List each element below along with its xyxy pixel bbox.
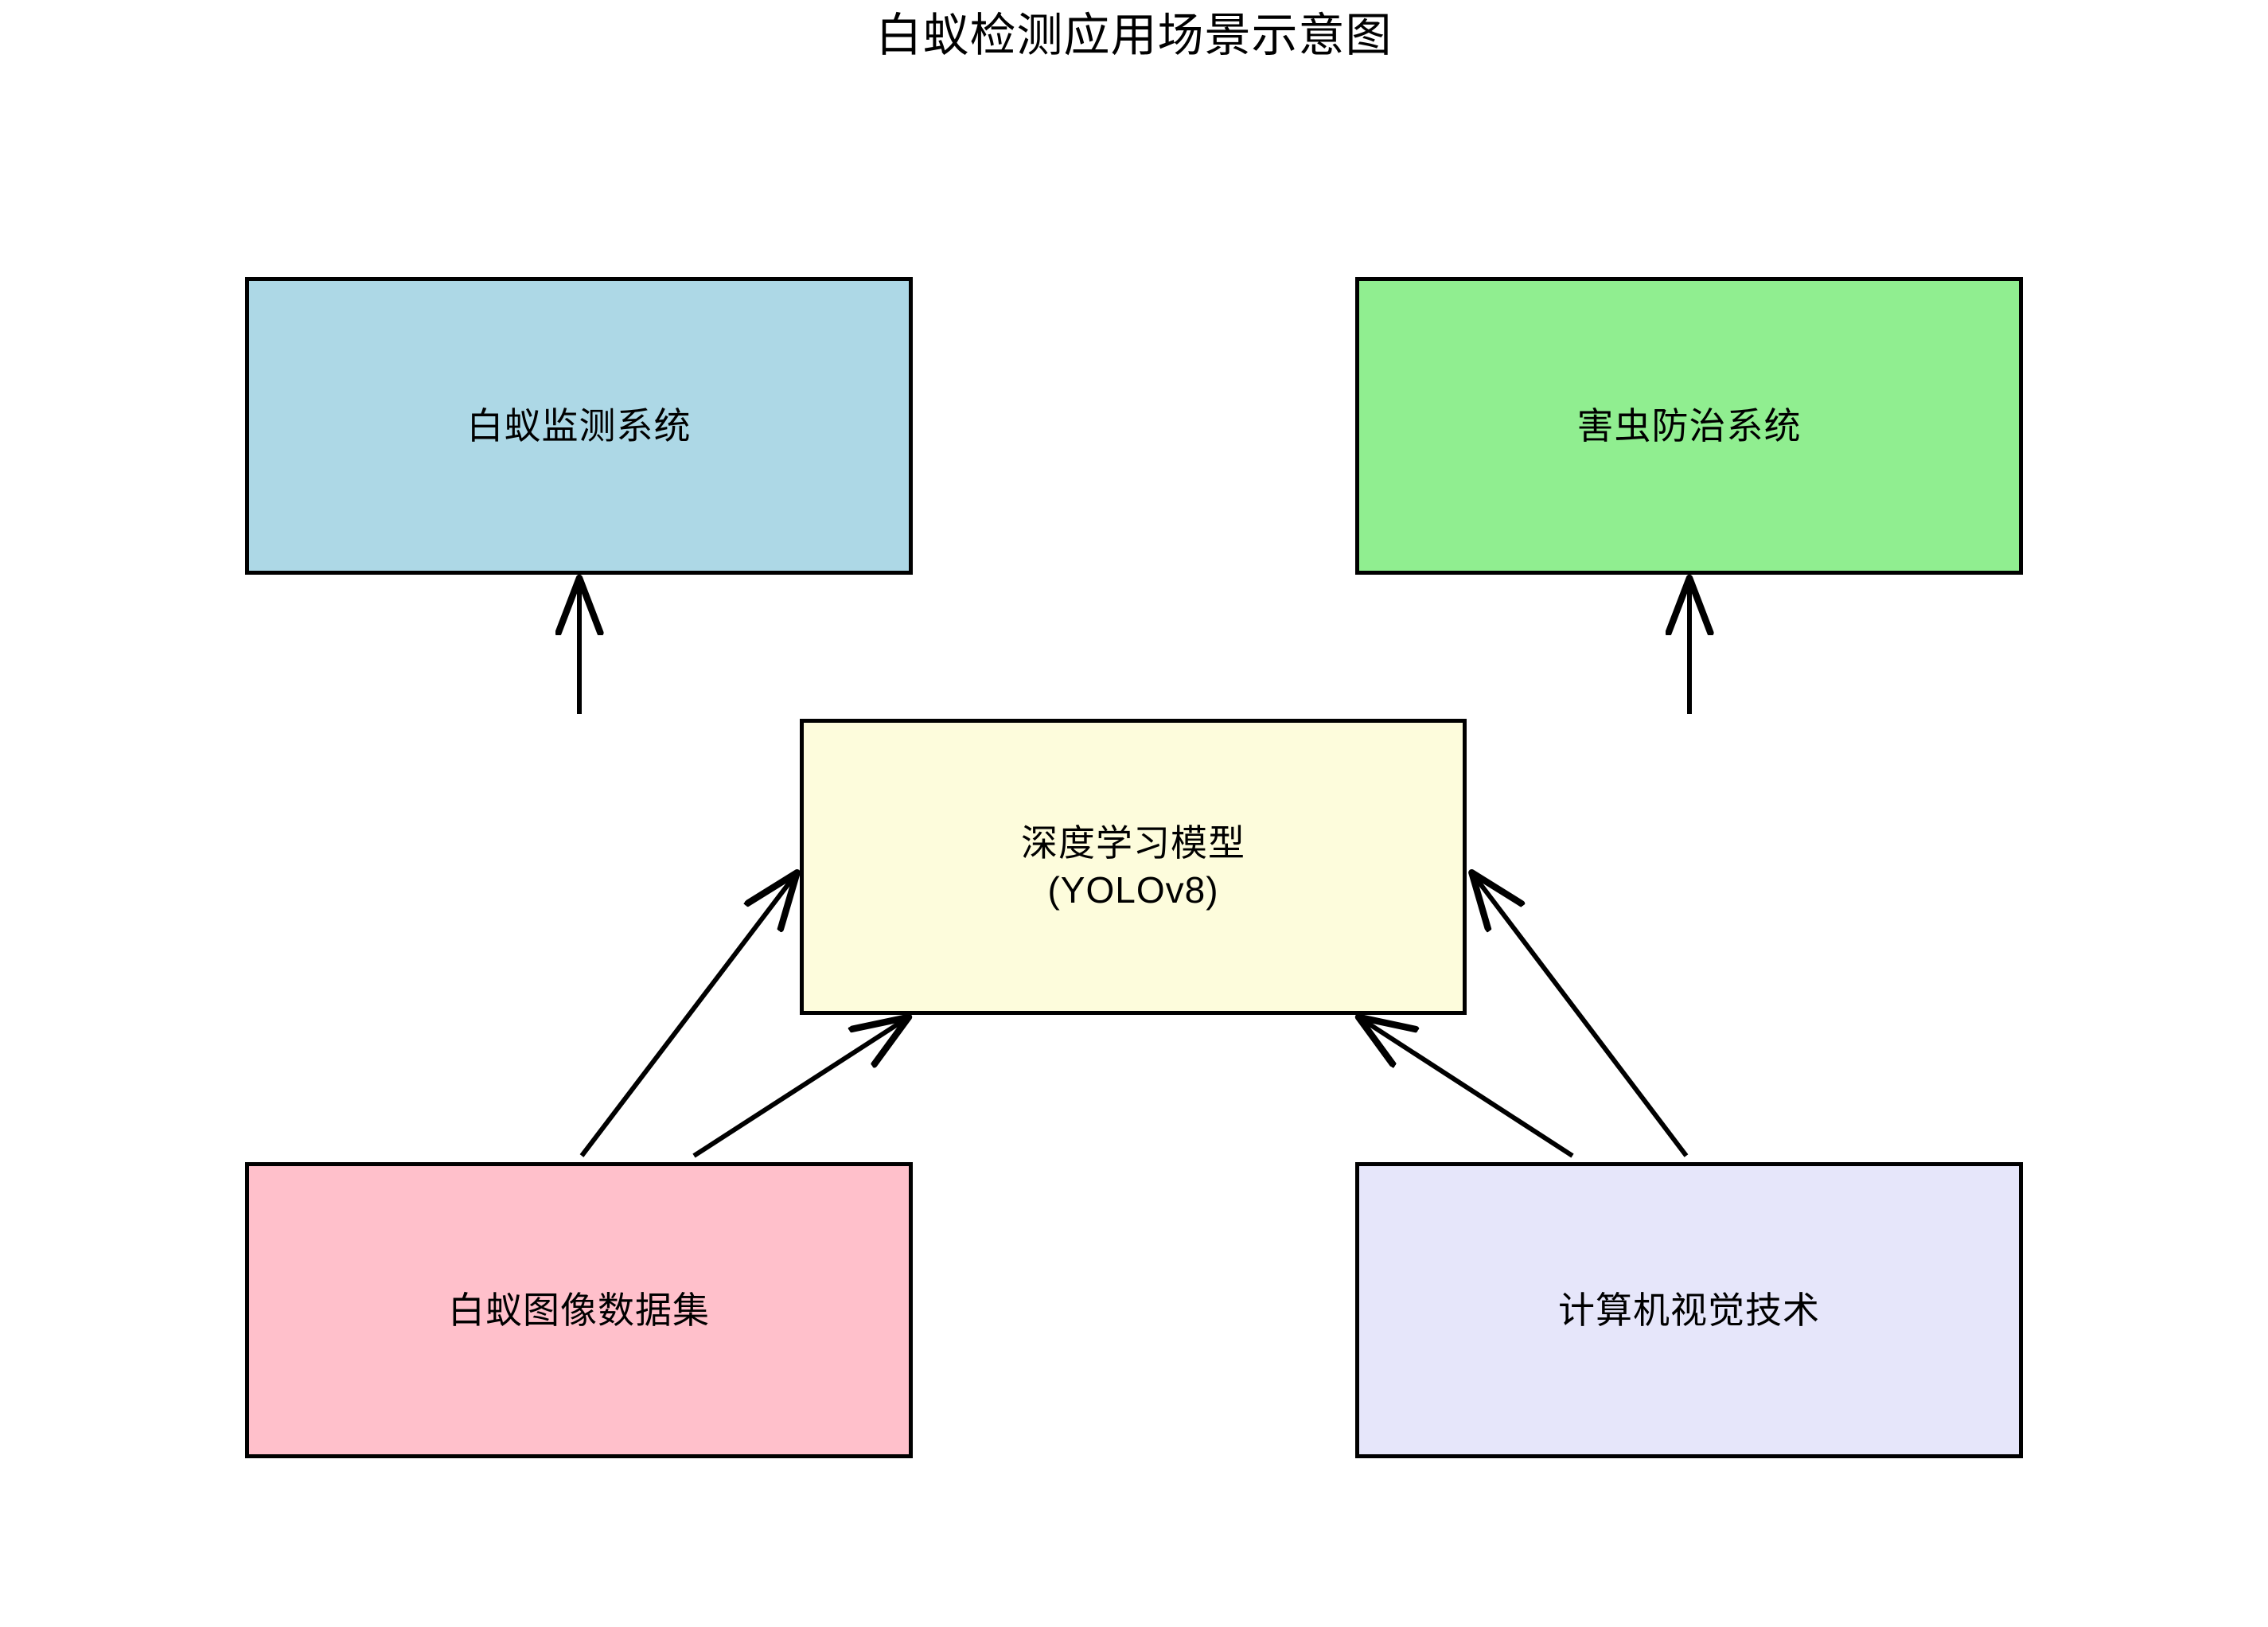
- node-deep-learning-model[interactable]: 深度学习模型 (YOLOv8): [800, 719, 1467, 1015]
- node-label-termite-monitoring-system: 白蚁监测系统: [466, 404, 692, 447]
- node-termite-image-dataset[interactable]: 白蚁图像数据集: [245, 1162, 913, 1458]
- node-computer-vision-technology[interactable]: 计算机视觉技术: [1355, 1162, 2023, 1458]
- node-label-deep-learning-model: 深度学习模型 (YOLOv8): [1021, 822, 1245, 911]
- node-label-termite-image-dataset: 白蚁图像数据集: [448, 1289, 710, 1331]
- edge-arrow-dataset-to-model-left: [579, 876, 794, 1157]
- edge-arrow-vision-to-model-right: [1475, 876, 1689, 1157]
- node-termite-monitoring-system[interactable]: 白蚁监测系统: [245, 277, 913, 575]
- edge-arrow-dataset-to-model-bottom: [692, 1020, 905, 1158]
- node-label-computer-vision-technology: 计算机视觉技术: [1558, 1289, 1820, 1331]
- page-title: 白蚁检测应用场景示意图: [875, 10, 1393, 61]
- node-pest-control-system[interactable]: 害虫防治系统: [1355, 277, 2023, 575]
- node-label-pest-control-system: 害虫防治系统: [1576, 404, 1802, 447]
- edge-arrow-vision-to-model-bottom: [1362, 1020, 1574, 1158]
